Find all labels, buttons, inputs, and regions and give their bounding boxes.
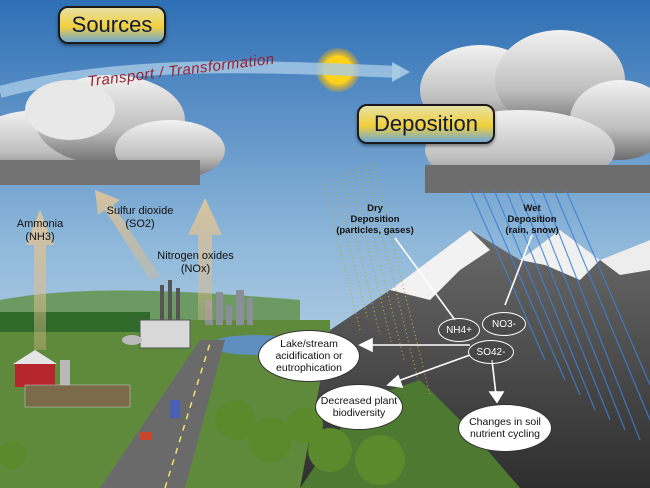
wet-title: Wet bbox=[523, 203, 541, 214]
deposition-cloud bbox=[420, 30, 650, 193]
effect-biodiversity: Decreased plant biodiversity bbox=[315, 384, 403, 430]
emission-arrows bbox=[26, 190, 222, 350]
forest bbox=[0, 400, 405, 485]
dry-detail: (particles, gases) bbox=[336, 224, 414, 236]
nh4-ion: NH4+ bbox=[438, 318, 480, 342]
sources-title: Sources bbox=[58, 6, 166, 44]
dry-title: Dry bbox=[367, 203, 383, 214]
sulfur-label: Sulfur dioxide (SO2) bbox=[100, 205, 180, 230]
effect-arrows bbox=[358, 234, 533, 404]
feedlot bbox=[24, 384, 131, 408]
effect-lake: Lake/stream acidification or eutrophicat… bbox=[258, 330, 360, 382]
ammonia-name: Ammonia bbox=[16, 218, 64, 230]
ammonia-formula: (NH3) bbox=[25, 230, 55, 243]
deposition-title: Deposition bbox=[357, 104, 495, 144]
effect-soil: Changes in soil nutrient cycling bbox=[458, 404, 552, 452]
wet-deposition-rain bbox=[469, 189, 650, 441]
factory bbox=[122, 280, 191, 349]
so4-ion: SO42- bbox=[468, 340, 514, 364]
wet-detail: (rain, snow) bbox=[505, 224, 559, 236]
source-cloud bbox=[0, 75, 225, 185]
wet-title2: Deposition bbox=[507, 213, 557, 225]
ammonia-label: Ammonia (NH3) bbox=[10, 218, 70, 243]
road bbox=[100, 340, 225, 488]
dry-deposition-particles bbox=[324, 163, 431, 396]
barn bbox=[13, 350, 70, 388]
nitrogen-formula: (NOx) bbox=[180, 262, 211, 275]
nitrogen-name: Nitrogen oxides bbox=[157, 250, 234, 262]
wet-deposition-label: Wet Deposition (rain, snow) bbox=[492, 203, 572, 237]
nitrogen-label: Nitrogen oxides (NOx) bbox=[148, 250, 243, 275]
no3-ion: NO3- bbox=[482, 312, 526, 336]
sulfur-formula: (SO2) bbox=[125, 217, 155, 230]
dry-deposition-label: Dry Deposition (particles, gases) bbox=[330, 203, 420, 237]
sulfur-name: Sulfur dioxide bbox=[106, 205, 174, 217]
dry-title2: Deposition bbox=[350, 213, 400, 225]
transport-arrow bbox=[0, 61, 401, 98]
